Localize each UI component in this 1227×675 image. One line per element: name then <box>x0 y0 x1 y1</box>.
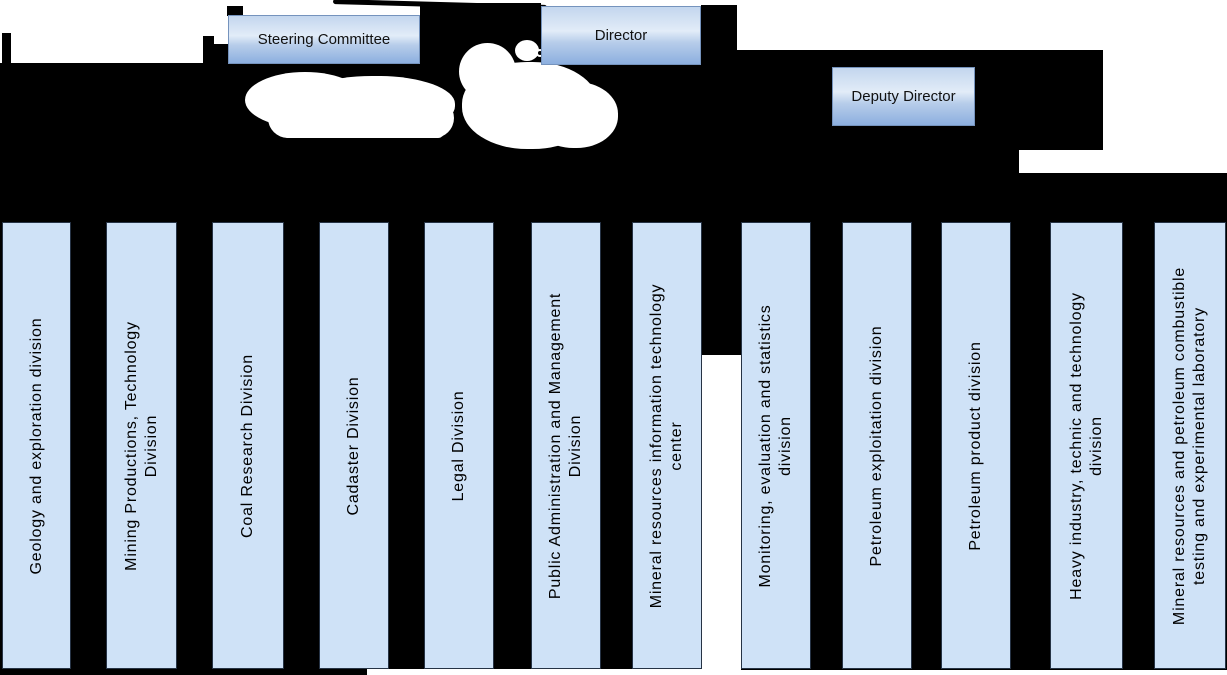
division-label: Geology and exploration division <box>27 317 45 574</box>
division-label: Heavy industry, technic and technology d… <box>1067 291 1105 600</box>
artifact-black-bottom-strip <box>0 668 367 675</box>
division-label: Public Administration and Management Div… <box>547 292 584 599</box>
division-node-laboratory: Mineral resources and petroleum combusti… <box>1154 222 1226 669</box>
artifact-dot <box>538 51 542 55</box>
division-label: Cadaster Division <box>345 376 362 515</box>
artifact-black-group-gap <box>700 222 741 355</box>
artifact-tick-left <box>2 33 11 65</box>
artifact-black-band-mid-right-lower <box>737 150 1019 222</box>
division-label: Legal Division <box>450 390 467 501</box>
division-node-mining-productions: Mining Productions, Technology Division <box>106 222 177 669</box>
artifact-black-right-of-director <box>701 5 737 63</box>
division-label: Monitoring, evaluation and statistics di… <box>757 303 794 588</box>
division-label: Coal Research Division <box>239 353 256 538</box>
node-label: Steering Committee <box>257 31 391 48</box>
artifact-black-band-far-right <box>1019 173 1227 222</box>
division-node-petroleum-exploitation: Petroleum exploitation division <box>842 222 912 669</box>
division-node-coal-research: Coal Research Division <box>212 222 284 669</box>
artifact-tick-mid-wide <box>203 44 229 64</box>
division-node-legal: Legal Division <box>424 222 494 669</box>
division-label: Petroleum exploitation division <box>868 325 885 566</box>
division-label: Mining Productions, Technology Division <box>122 320 160 571</box>
division-node-petroleum-product: Petroleum product division <box>941 222 1011 669</box>
division-node-monitoring-evaluation: Monitoring, evaluation and statistics di… <box>741 222 811 669</box>
division-node-geology: Geology and exploration division <box>2 222 71 669</box>
node-label: Director <box>594 27 648 44</box>
node-deputy-director: Deputy Director <box>832 67 975 126</box>
node-director: Director <box>541 6 701 65</box>
white-blob <box>532 82 618 148</box>
white-blob <box>515 40 539 61</box>
division-node-cadaster: Cadaster Division <box>319 222 389 669</box>
division-label: Mineral resources information technology… <box>648 283 685 608</box>
division-node-heavy-industry: Heavy industry, technic and technology d… <box>1050 222 1123 669</box>
division-node-public-administration: Public Administration and Management Div… <box>531 222 601 669</box>
node-label: Deputy Director <box>851 88 956 105</box>
artifact-corner-mark <box>227 6 243 16</box>
division-label: Mineral resources and petroleum combusti… <box>1171 266 1208 625</box>
division-node-information-technology-center: Mineral resources information technology… <box>632 222 702 669</box>
division-label: Petroleum product division <box>967 340 984 551</box>
node-steering-committee: Steering Committee <box>228 15 420 64</box>
white-blob <box>282 126 444 138</box>
